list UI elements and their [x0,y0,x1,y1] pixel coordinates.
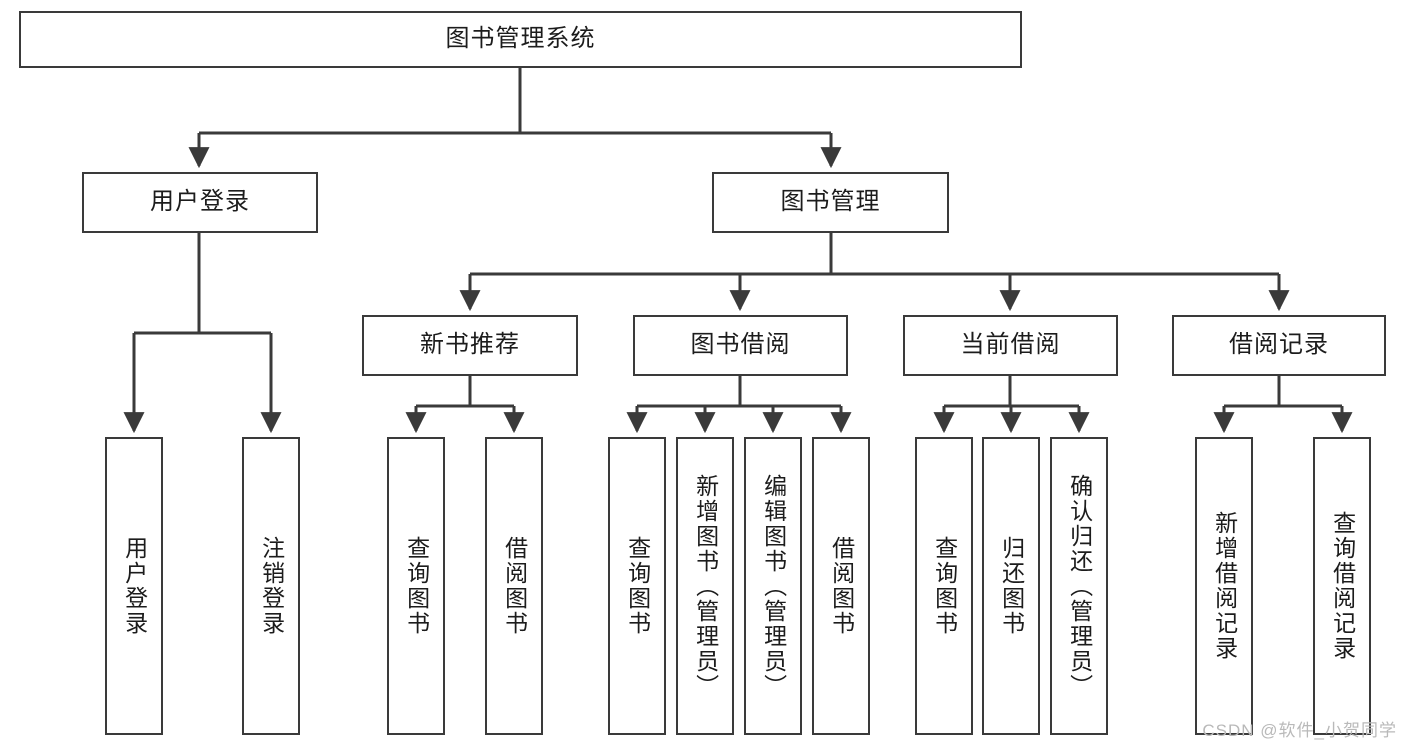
node-book-management[interactable]: 图书管理 [712,172,949,233]
leaf-borrowing-borrow-books[interactable]: 借阅图书 [812,437,870,735]
leaf-records-query-borrow-record[interactable]: 查询借阅记录 [1313,437,1371,735]
node-label: 借阅记录 [1229,331,1329,359]
leaf-user-login[interactable]: 用户登录 [105,437,163,735]
node-label: 归还图书 [998,536,1025,636]
node-label: 新增图书（管理员） [692,473,719,699]
node-label: 图书管理系统 [445,25,596,53]
leaf-current-confirm-return-admin[interactable]: 确认归还（管理员） [1050,437,1108,735]
leaf-borrowing-add-book-admin[interactable]: 新增图书（管理员） [676,437,734,735]
node-book-borrowing[interactable]: 图书借阅 [633,315,848,376]
node-label: 当前借阅 [960,331,1061,359]
leaf-recommendation-borrow-books[interactable]: 借阅图书 [485,437,543,735]
node-label: 借阅图书 [828,536,855,636]
node-label: 用户登录 [150,188,250,216]
leaf-user-logout[interactable]: 注销登录 [242,437,300,735]
leaf-borrowing-query-books[interactable]: 查询图书 [608,437,666,735]
node-label: 图书管理 [780,188,881,216]
node-label: 新书推荐 [420,331,520,359]
node-root-book-management-system[interactable]: 图书管理系统 [19,11,1022,68]
node-label: 新增借阅记录 [1211,511,1238,661]
node-new-book-recommendation[interactable]: 新书推荐 [362,315,578,376]
node-label: 编辑图书（管理员） [760,473,787,699]
node-label: 用户登录 [121,536,148,636]
node-current-borrowing[interactable]: 当前借阅 [903,315,1118,376]
leaf-current-query-books[interactable]: 查询图书 [915,437,973,735]
leaf-current-return-books[interactable]: 归还图书 [982,437,1040,735]
node-label: 查询图书 [931,536,958,636]
node-label: 查询图书 [624,536,651,636]
node-label: 确认归还（管理员） [1066,473,1093,699]
node-borrowing-records[interactable]: 借阅记录 [1172,315,1386,376]
node-label: 借阅图书 [501,536,528,636]
node-label: 查询借阅记录 [1329,511,1356,661]
csdn-watermark: CSDN @软件_小贺同学 [1202,721,1397,740]
node-label: 查询图书 [403,536,430,636]
leaf-borrowing-edit-book-admin[interactable]: 编辑图书（管理员） [744,437,802,735]
node-label: 图书借阅 [690,331,791,359]
leaf-recommendation-query-books[interactable]: 查询图书 [387,437,445,735]
node-label: 注销登录 [258,536,285,636]
node-user-login[interactable]: 用户登录 [82,172,318,233]
leaf-records-add-borrow-record[interactable]: 新增借阅记录 [1195,437,1253,735]
